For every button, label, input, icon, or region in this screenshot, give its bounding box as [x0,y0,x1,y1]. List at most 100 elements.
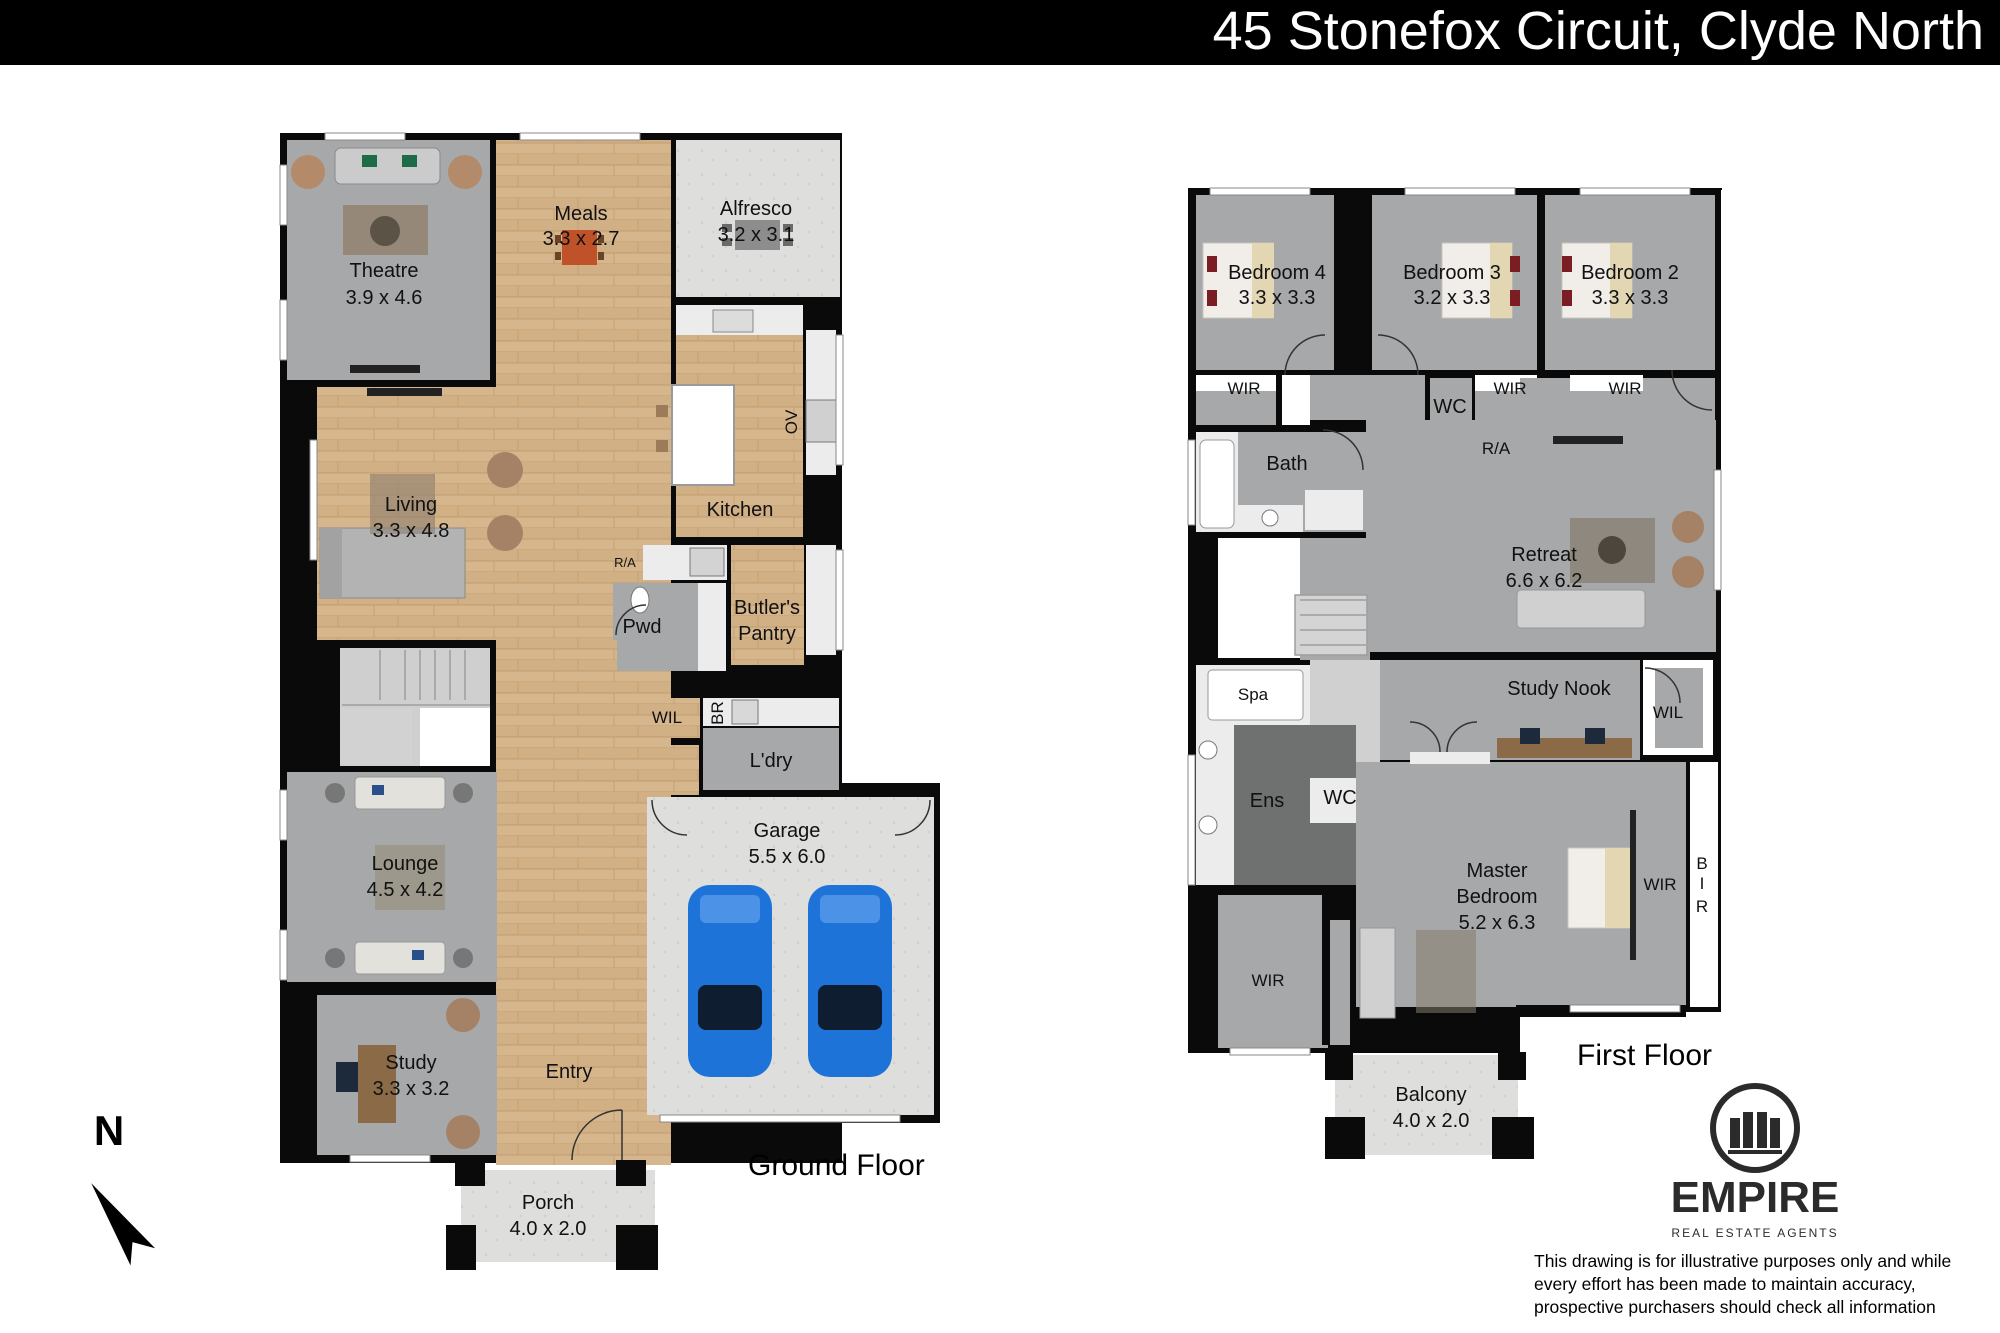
disclaimer-line-3: prospective purchasers should check all … [1534,1297,1936,1317]
property-address-title: 45 Stonefox Circuit, Clyde North [1212,1,1984,61]
label-ra-upper: R/A [1482,439,1511,458]
north-compass: N [91,1107,156,1266]
label-bir-r: R [1696,897,1708,916]
label-wir-master: WIR [1643,875,1676,894]
label-wil-ground: WIL [652,708,682,727]
balcony-area [1335,1055,1518,1155]
compass-north-label: N [94,1107,124,1154]
label-ra: R/A [614,555,636,570]
label-laundry: L'dry [750,750,793,772]
label-butlers-pantry-line2: Pantry [738,623,796,645]
label-garage-dims: 5.5 x 6.0 [749,846,826,868]
theatre-furniture [291,147,482,373]
label-alfresco-dims: 3.2 x 3.1 [718,224,795,246]
label-study: Study [385,1052,436,1074]
label-bedroom4: Bedroom 4 [1228,262,1326,284]
label-master-line1: Master [1466,860,1527,882]
label-lounge-dims: 4.5 x 4.2 [367,879,444,901]
bir-robe [1690,762,1718,1007]
powder-room [613,583,698,671]
butlers-pantry-room [731,545,804,665]
first-floor-doors [1284,334,1713,753]
label-bedroom4-dims: 3.3 x 3.3 [1239,287,1316,309]
label-wil-upper: WIL [1653,703,1683,722]
brand-name: EMPIRE [1671,1173,1840,1222]
wil-upper [1655,668,1703,748]
label-meals: Meals [554,203,607,225]
meals-area [496,140,671,300]
label-alfresco: Alfresco [720,198,792,220]
label-wir-side: WIR [1251,971,1284,990]
ground-floor-labels: Meals 3.3 x 2.7 Alfresco 3.2 x 3.1 Theat… [346,198,925,1240]
label-master-line2: Bedroom [1456,886,1537,908]
label-bir-b: B [1696,854,1707,873]
label-garage: Garage [754,820,821,842]
ground-floor-plan [279,132,940,1270]
label-balcony: Balcony [1395,1084,1466,1106]
label-wc-upper: WC [1433,396,1466,418]
first-floor-plan [1187,187,1730,1159]
label-bath: Bath [1266,453,1307,475]
header-bar: 45 Stonefox Circuit, Clyde North [0,0,2000,65]
label-bedroom2-dims: 3.3 x 3.3 [1592,287,1669,309]
ground-floor-label: Ground Floor [748,1149,925,1182]
disclaimer-line-1: This drawing is for illustrative purpose… [1534,1251,1952,1271]
master-bedroom [1356,762,1686,1007]
laundry-room [703,728,839,790]
label-retreat: Retreat [1511,544,1577,566]
kitchen-sink [712,309,754,333]
north-arrow-icon [91,1183,156,1266]
alfresco-table [722,220,793,250]
brand-tagline: REAL ESTATE AGENTS [1671,1226,1838,1240]
meals-table [555,230,604,265]
label-porch-dims: 4.0 x 2.0 [510,1218,587,1240]
lounge-furniture [325,776,473,975]
label-br: BR [708,701,727,725]
label-living: Living [385,494,437,516]
label-wir-bedroom3: WIR [1493,379,1526,398]
spa-tub [1207,669,1304,721]
label-lounge: Lounge [372,853,439,875]
label-bir-i: I [1700,874,1705,893]
wir-master-side [1218,895,1328,1048]
label-ens: Ens [1250,790,1284,812]
first-floor-label: First Floor [1577,1039,1712,1072]
label-retreat-dims: 6.6 x 6.2 [1506,570,1583,592]
ground-doors [571,604,931,1161]
label-study-nook: Study Nook [1507,678,1611,700]
label-pwd: Pwd [623,616,662,638]
label-oven: OV [782,409,801,434]
label-butlers-pantry-line1: Butler's [734,597,800,619]
label-master-dims: 5.2 x 6.3 [1459,912,1536,934]
label-theatre-dims: 3.9 x 4.6 [346,287,423,309]
label-theatre: Theatre [350,260,419,282]
cooktop [805,399,837,443]
label-entry: Entry [546,1061,593,1083]
upper-stairs [1218,538,1300,658]
alfresco-area [676,140,840,297]
label-wir-bedroom2: WIR [1608,379,1641,398]
disclaimer-text: This drawing is for illustrative purpose… [1534,1250,1994,1319]
living-furniture [319,388,523,599]
disclaimer-line-2: every effort has been made to maintain a… [1534,1274,1916,1294]
empire-logo: EMPIRE REAL ESTATE AGENTS [1671,1083,1840,1240]
garage-cars [688,885,892,1077]
label-meals-dims: 3.3 x 2.7 [543,228,620,250]
label-porch: Porch [522,1192,574,1214]
label-bedroom3: Bedroom 3 [1403,262,1501,284]
label-wir-bedroom4: WIR [1227,379,1260,398]
bedroom-beds [1202,242,1633,319]
label-balcony-dims: 4.0 x 2.0 [1393,1110,1470,1132]
retreat-furniture [1516,436,1704,629]
kitchen-island [671,384,735,486]
label-wc-ensuite: WC [1323,787,1356,809]
first-floor-labels: Bedroom 4 3.3 x 3.3 Bedroom 3 3.2 x 3.3 … [1227,262,1712,1132]
master-furniture [1359,810,1636,1019]
label-bedroom3-dims: 3.2 x 3.3 [1414,287,1491,309]
label-bedroom2: Bedroom 2 [1581,262,1679,284]
wil-ground [640,698,700,738]
label-study-dims: 3.3 x 3.2 [373,1078,450,1100]
study-furniture [336,998,480,1149]
label-spa: Spa [1238,685,1269,704]
